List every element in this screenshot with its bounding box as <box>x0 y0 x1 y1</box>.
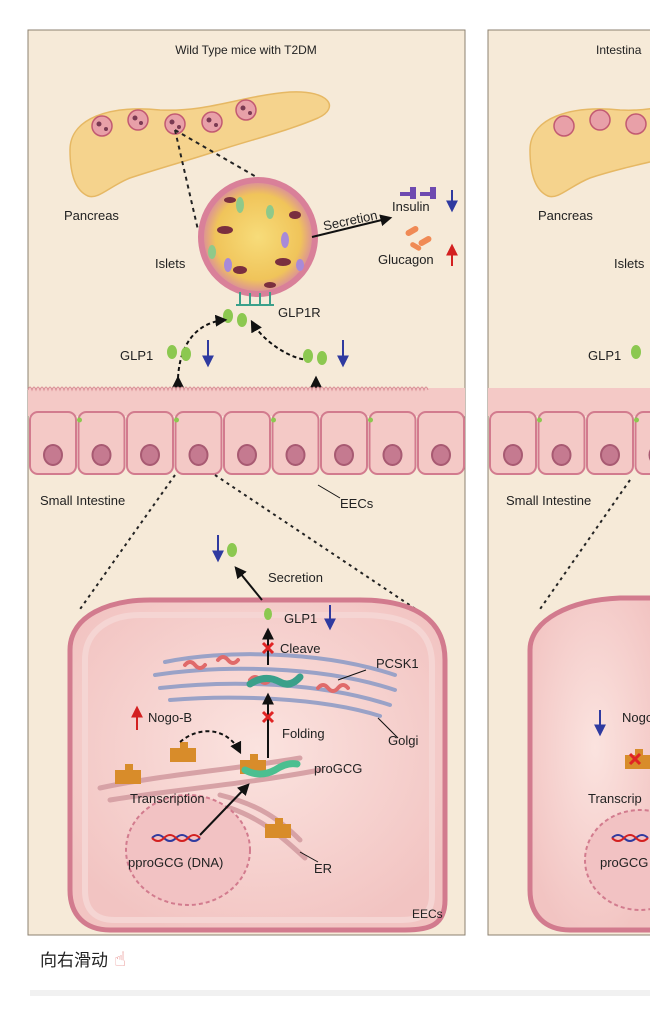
panel-wild-type: Wild Type mice with T2DM Pancreas <box>27 29 466 936</box>
golgi-label: Golgi <box>388 733 418 748</box>
eec-granule <box>634 417 639 423</box>
enterocyte <box>77 411 126 475</box>
transcription-right-label: Transcrip <box>588 791 642 806</box>
panel-right-title: Intestina <box>596 43 642 57</box>
enterocyte <box>223 411 271 475</box>
enterocyte-nucleus <box>334 444 354 466</box>
swipe-hint-text: 向右滑动 <box>40 951 108 971</box>
enterocyte-nucleus <box>431 444 451 466</box>
divider <box>30 990 650 996</box>
small-intestine-label: Small Intestine <box>40 493 125 508</box>
enterocyte <box>271 411 320 475</box>
pancreas-label: Pancreas <box>64 208 119 223</box>
transcription-label: Transcription <box>130 791 205 806</box>
enterocyte <box>537 411 586 475</box>
glp1r-receptors <box>236 292 274 306</box>
enterocyte-nucleus <box>140 444 160 466</box>
glp1r-label: GLP1R <box>278 305 321 320</box>
nogob-label: Nogo-B <box>148 710 192 725</box>
cleave-label: Cleave <box>280 641 320 656</box>
dna-right-label: proGCG <box>600 855 648 870</box>
swipe-hint[interactable]: 向右滑动 ☝ <box>40 946 127 972</box>
enterocyte <box>174 411 223 475</box>
enterocyte-nucleus <box>91 444 112 466</box>
insulin-label: Insulin <box>392 199 430 214</box>
glucagon-molecules <box>405 226 432 251</box>
enterocyte <box>368 411 417 475</box>
pointing-hand-icon: ☝ <box>114 946 127 971</box>
pcsk1-label: PCSK1 <box>376 656 419 671</box>
pancreas-illustration <box>69 91 330 198</box>
panel-title: Wild Type mice with T2DM <box>175 43 317 57</box>
enterocyte-nucleus <box>551 444 572 466</box>
enterocyte-nucleus <box>285 444 306 466</box>
enterocyte-nucleus <box>382 444 403 466</box>
nogo-right-label: Nogo <box>622 710 650 725</box>
eec-granule <box>271 417 276 423</box>
eec-granule <box>174 417 179 423</box>
enterocyte <box>29 411 77 475</box>
progcg-label: proGCG <box>314 761 362 776</box>
enterocyte <box>489 411 537 475</box>
enterocyte <box>417 411 465 475</box>
eecs-label: EECs <box>340 496 374 511</box>
pancreas-right <box>529 107 650 198</box>
islets-right-label: Islets <box>614 256 645 271</box>
small-intestine-right-label: Small Intestine <box>506 493 591 508</box>
enterocyte <box>586 411 634 475</box>
enterocyte <box>126 411 174 475</box>
eec-granule <box>368 417 373 423</box>
cell-glp1-label: GLP1 <box>284 611 317 626</box>
enterocyte-nucleus <box>600 444 620 466</box>
enterocyte-nucleus <box>503 444 523 466</box>
eecs-cell-label: EECs <box>412 907 443 921</box>
panel-intestinal: Intestina Pancreas Islets GLP1 Small Int… <box>487 29 650 936</box>
eec-granule <box>77 417 82 423</box>
folding-label: Folding <box>282 726 325 741</box>
small-intestine-epithelium <box>27 386 465 475</box>
dna-label: pproGCG (DNA) <box>128 855 223 870</box>
enterocyte <box>634 411 650 475</box>
enterocyte-nucleus <box>237 444 257 466</box>
er-label: ER <box>314 861 332 876</box>
cell-secretion-label: Secretion <box>268 570 323 585</box>
pancreas-right-label: Pancreas <box>538 208 593 223</box>
eec-cell <box>67 535 448 933</box>
eec-granule <box>537 417 542 423</box>
islet-illustration <box>198 177 318 297</box>
enterocyte-nucleus <box>43 444 63 466</box>
glucagon-label: Glucagon <box>378 252 434 267</box>
enterocyte-nucleus <box>188 444 209 466</box>
glp1-label: GLP1 <box>120 348 153 363</box>
insulin-molecules <box>400 187 436 199</box>
enterocyte <box>320 411 368 475</box>
islets-label: Islets <box>155 256 186 271</box>
glp1-right-label: GLP1 <box>588 348 621 363</box>
